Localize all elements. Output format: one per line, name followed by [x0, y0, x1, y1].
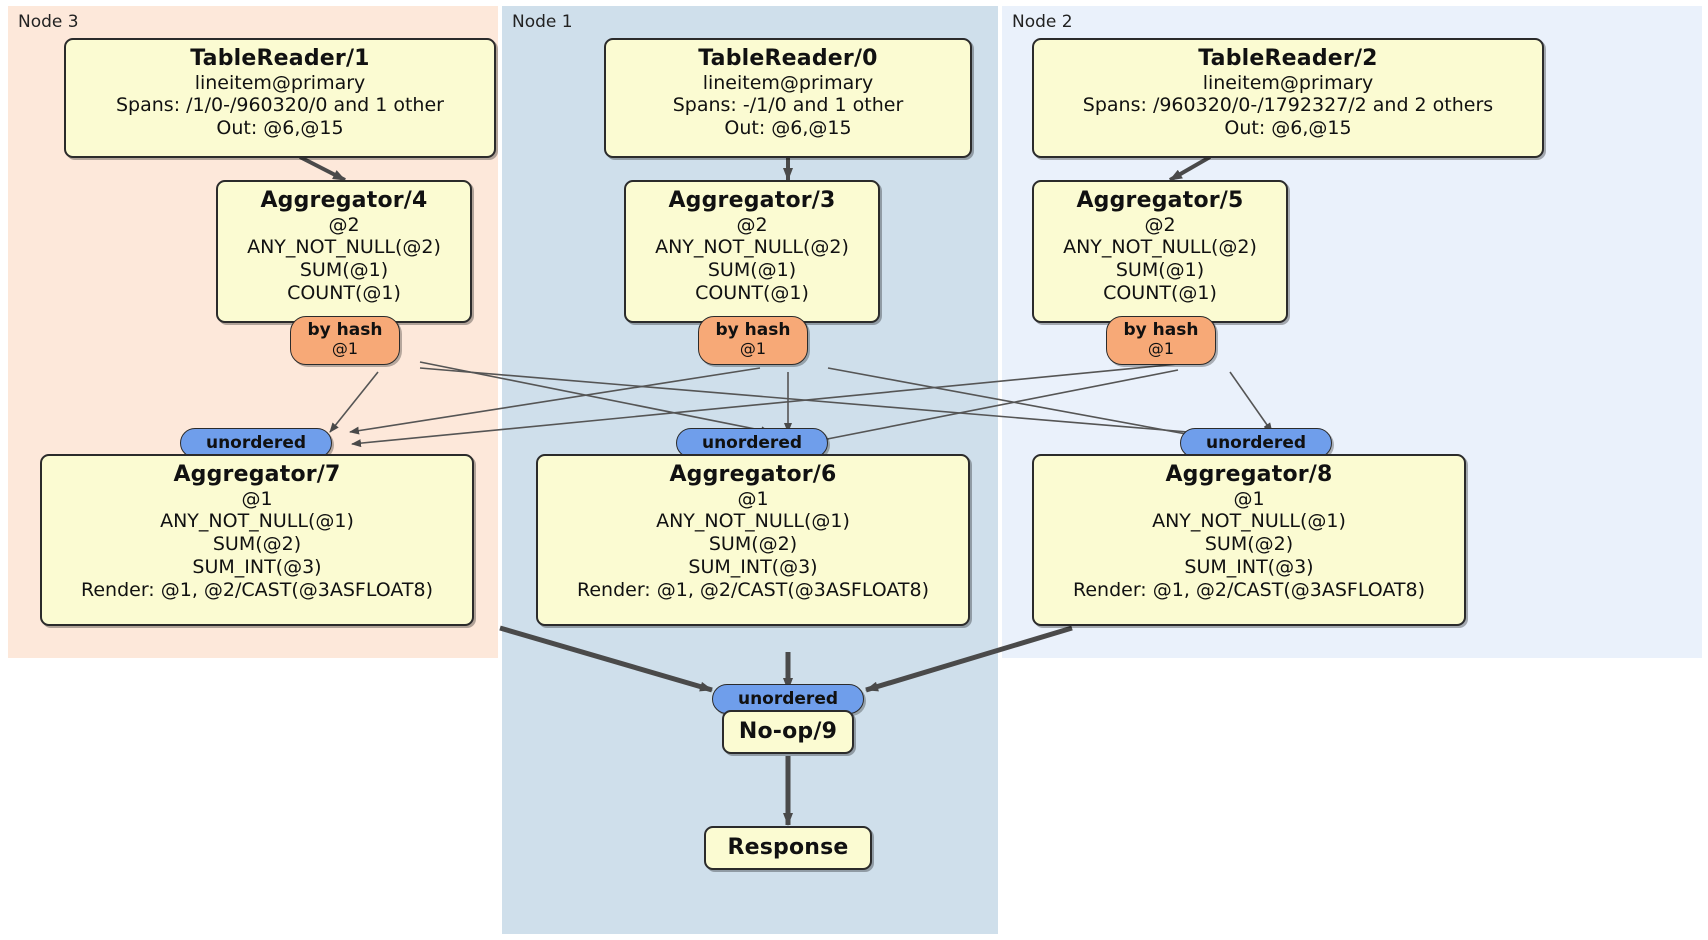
processor-aggregator-4[interactable]: Aggregator/4 @2 ANY_NOT_NULL(@2) SUM(@1)… — [216, 180, 472, 323]
processor-line: @2 — [736, 213, 768, 236]
processor-line: ANY_NOT_NULL(@1) — [160, 510, 354, 533]
sync-badge-unordered-left[interactable]: unordered — [180, 428, 332, 458]
processor-tablereader-1[interactable]: TableReader/1 lineitem@primary Spans: /1… — [64, 38, 496, 158]
processor-line: Render: @1, @2/CAST(@3ASFLOAT8) — [577, 578, 929, 601]
sync-badge-label: unordered — [701, 433, 803, 453]
node-panel-label-node2: Node 2 — [1012, 12, 1073, 32]
processor-line: COUNT(@1) — [287, 281, 401, 304]
processor-line: lineitem@primary — [194, 71, 366, 94]
router-badge-column: @1 — [1147, 338, 1175, 358]
processor-line: SUM(@1) — [299, 259, 389, 282]
processor-title: Aggregator/7 — [173, 462, 341, 487]
processor-line: SUM(@1) — [707, 259, 797, 282]
processor-line: @1 — [737, 487, 769, 510]
processor-title: TableReader/1 — [190, 46, 370, 71]
processor-line: @2 — [328, 213, 360, 236]
processor-line: COUNT(@1) — [695, 281, 809, 304]
processor-title: Aggregator/3 — [668, 188, 836, 213]
sync-badge-label: unordered — [205, 433, 307, 453]
processor-line: ANY_NOT_NULL(@2) — [1063, 236, 1257, 259]
processor-line: ANY_NOT_NULL(@2) — [655, 236, 849, 259]
processor-line: Spans: -/1/0 and 1 other — [672, 94, 904, 117]
router-badge-column: @1 — [739, 338, 767, 358]
router-badge-label: by hash — [1123, 320, 1199, 340]
processor-line: Out: @6,@15 — [724, 117, 852, 140]
processor-line: SUM(@2) — [708, 533, 798, 556]
processor-line: ANY_NOT_NULL(@1) — [1152, 510, 1346, 533]
processor-line: COUNT(@1) — [1103, 281, 1217, 304]
router-badge-column: @1 — [331, 338, 359, 358]
processor-line: SUM_INT(@3) — [192, 555, 322, 578]
processor-line: @2 — [1144, 213, 1176, 236]
processor-aggregator-3[interactable]: Aggregator/3 @2 ANY_NOT_NULL(@2) SUM(@1)… — [624, 180, 880, 323]
processor-line: SUM(@2) — [212, 533, 302, 556]
processor-response[interactable]: Response — [704, 826, 872, 870]
processor-line: lineitem@primary — [1202, 71, 1374, 94]
processor-line: Render: @1, @2/CAST(@3ASFLOAT8) — [81, 578, 433, 601]
sync-badge-unordered-middle[interactable]: unordered — [676, 428, 828, 458]
processor-title: TableReader/2 — [1198, 46, 1378, 71]
processor-line: lineitem@primary — [702, 71, 874, 94]
node-panel-label-node3: Node 3 — [18, 12, 79, 32]
processor-line: SUM(@2) — [1204, 533, 1294, 556]
processor-title: Aggregator/4 — [260, 188, 428, 213]
processor-line: SUM_INT(@3) — [688, 555, 818, 578]
processor-line: Out: @6,@15 — [216, 117, 344, 140]
router-badge-by-hash-left[interactable]: by hash @1 — [290, 316, 400, 365]
processor-title: Aggregator/8 — [1165, 462, 1333, 487]
processor-title: No-op/9 — [738, 719, 838, 744]
router-badge-label: by hash — [307, 320, 383, 340]
node-panel-label-node1: Node 1 — [512, 12, 573, 32]
processor-line: Out: @6,@15 — [1224, 117, 1352, 140]
sync-badge-label: unordered — [737, 689, 839, 709]
processor-title: Aggregator/6 — [669, 462, 837, 487]
router-badge-by-hash-right[interactable]: by hash @1 — [1106, 316, 1216, 365]
processor-line: @1 — [241, 487, 273, 510]
processor-line: @1 — [1233, 487, 1265, 510]
processor-aggregator-7[interactable]: Aggregator/7 @1 ANY_NOT_NULL(@1) SUM(@2)… — [40, 454, 474, 626]
processor-line: Spans: /1/0-/960320/0 and 1 other — [116, 94, 444, 117]
router-badge-by-hash-middle[interactable]: by hash @1 — [698, 316, 808, 365]
processor-line: SUM_INT(@3) — [1184, 555, 1314, 578]
processor-title: Response — [727, 835, 849, 860]
processor-line: Spans: /960320/0-/1792327/2 and 2 others — [1082, 94, 1494, 117]
processor-tablereader-0[interactable]: TableReader/0 lineitem@primary Spans: -/… — [604, 38, 972, 158]
processor-noop-9[interactable]: No-op/9 — [722, 710, 854, 754]
processor-tablereader-2[interactable]: TableReader/2 lineitem@primary Spans: /9… — [1032, 38, 1544, 158]
processor-line: ANY_NOT_NULL(@2) — [247, 236, 441, 259]
processor-aggregator-6[interactable]: Aggregator/6 @1 ANY_NOT_NULL(@1) SUM(@2)… — [536, 454, 970, 626]
sync-badge-label: unordered — [1205, 433, 1307, 453]
sync-badge-unordered-final[interactable]: unordered — [712, 684, 864, 714]
processor-title: Aggregator/5 — [1076, 188, 1244, 213]
processor-line: Render: @1, @2/CAST(@3ASFLOAT8) — [1073, 578, 1425, 601]
processor-line: SUM(@1) — [1115, 259, 1205, 282]
processor-title: TableReader/0 — [698, 46, 878, 71]
processor-aggregator-8[interactable]: Aggregator/8 @1 ANY_NOT_NULL(@1) SUM(@2)… — [1032, 454, 1466, 626]
processor-line: ANY_NOT_NULL(@1) — [656, 510, 850, 533]
router-badge-label: by hash — [715, 320, 791, 340]
processor-aggregator-5[interactable]: Aggregator/5 @2 ANY_NOT_NULL(@2) SUM(@1)… — [1032, 180, 1288, 323]
